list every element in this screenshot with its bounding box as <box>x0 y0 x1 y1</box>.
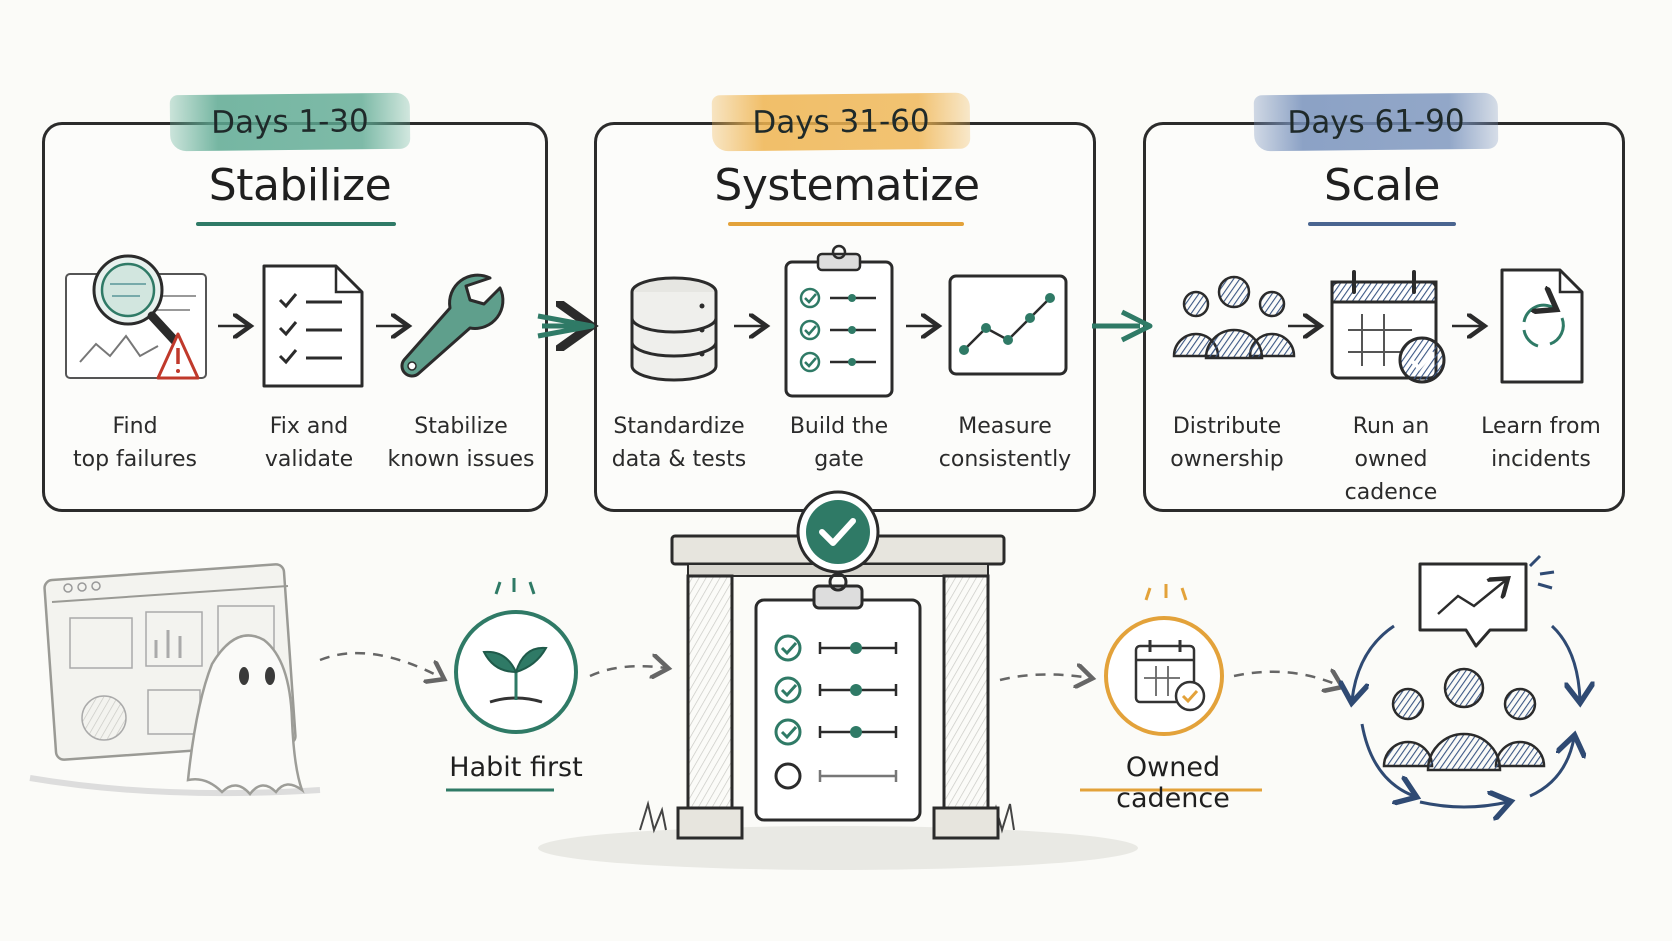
title-underline-orange <box>728 222 964 226</box>
phase-title-scale: Scale <box>1324 160 1440 211</box>
journey-arrow-icon <box>319 651 442 678</box>
journey-arrow-icon <box>999 674 1090 680</box>
line-chart-icon <box>948 274 1068 376</box>
owned-cadence-label: Owned cadence <box>1116 752 1230 814</box>
team-icon <box>1172 275 1296 360</box>
sprout-icon <box>454 578 578 734</box>
title-underline-green <box>196 222 396 226</box>
phase-arrow-head-icon <box>537 313 595 339</box>
calendar-check-icon <box>1330 270 1446 384</box>
checklist-document-icon <box>262 264 364 388</box>
wrench-icon <box>400 273 505 378</box>
magnifier-dashboard-icon <box>65 254 207 380</box>
phase-title-stabilize: Stabilize <box>208 160 392 211</box>
ghost-dashboard-illustration <box>29 563 321 797</box>
journey-arrow-icon <box>589 666 666 676</box>
scaled-team-loop-illustration <box>1352 554 1580 807</box>
phase-arrow-head-icon <box>1120 309 1153 343</box>
journey-arrow-icon <box>1233 672 1340 686</box>
clipboard-checklist-icon <box>784 244 894 398</box>
quality-gate-illustration <box>538 490 1138 870</box>
phase-title-systematize: Systematize <box>714 160 980 211</box>
habit-first-label: Habit first <box>449 752 583 783</box>
cadence-calendar-icon <box>1104 584 1224 736</box>
database-icon <box>630 276 718 382</box>
refresh-document-icon <box>1500 268 1584 384</box>
title-underline-blue <box>1308 222 1456 226</box>
